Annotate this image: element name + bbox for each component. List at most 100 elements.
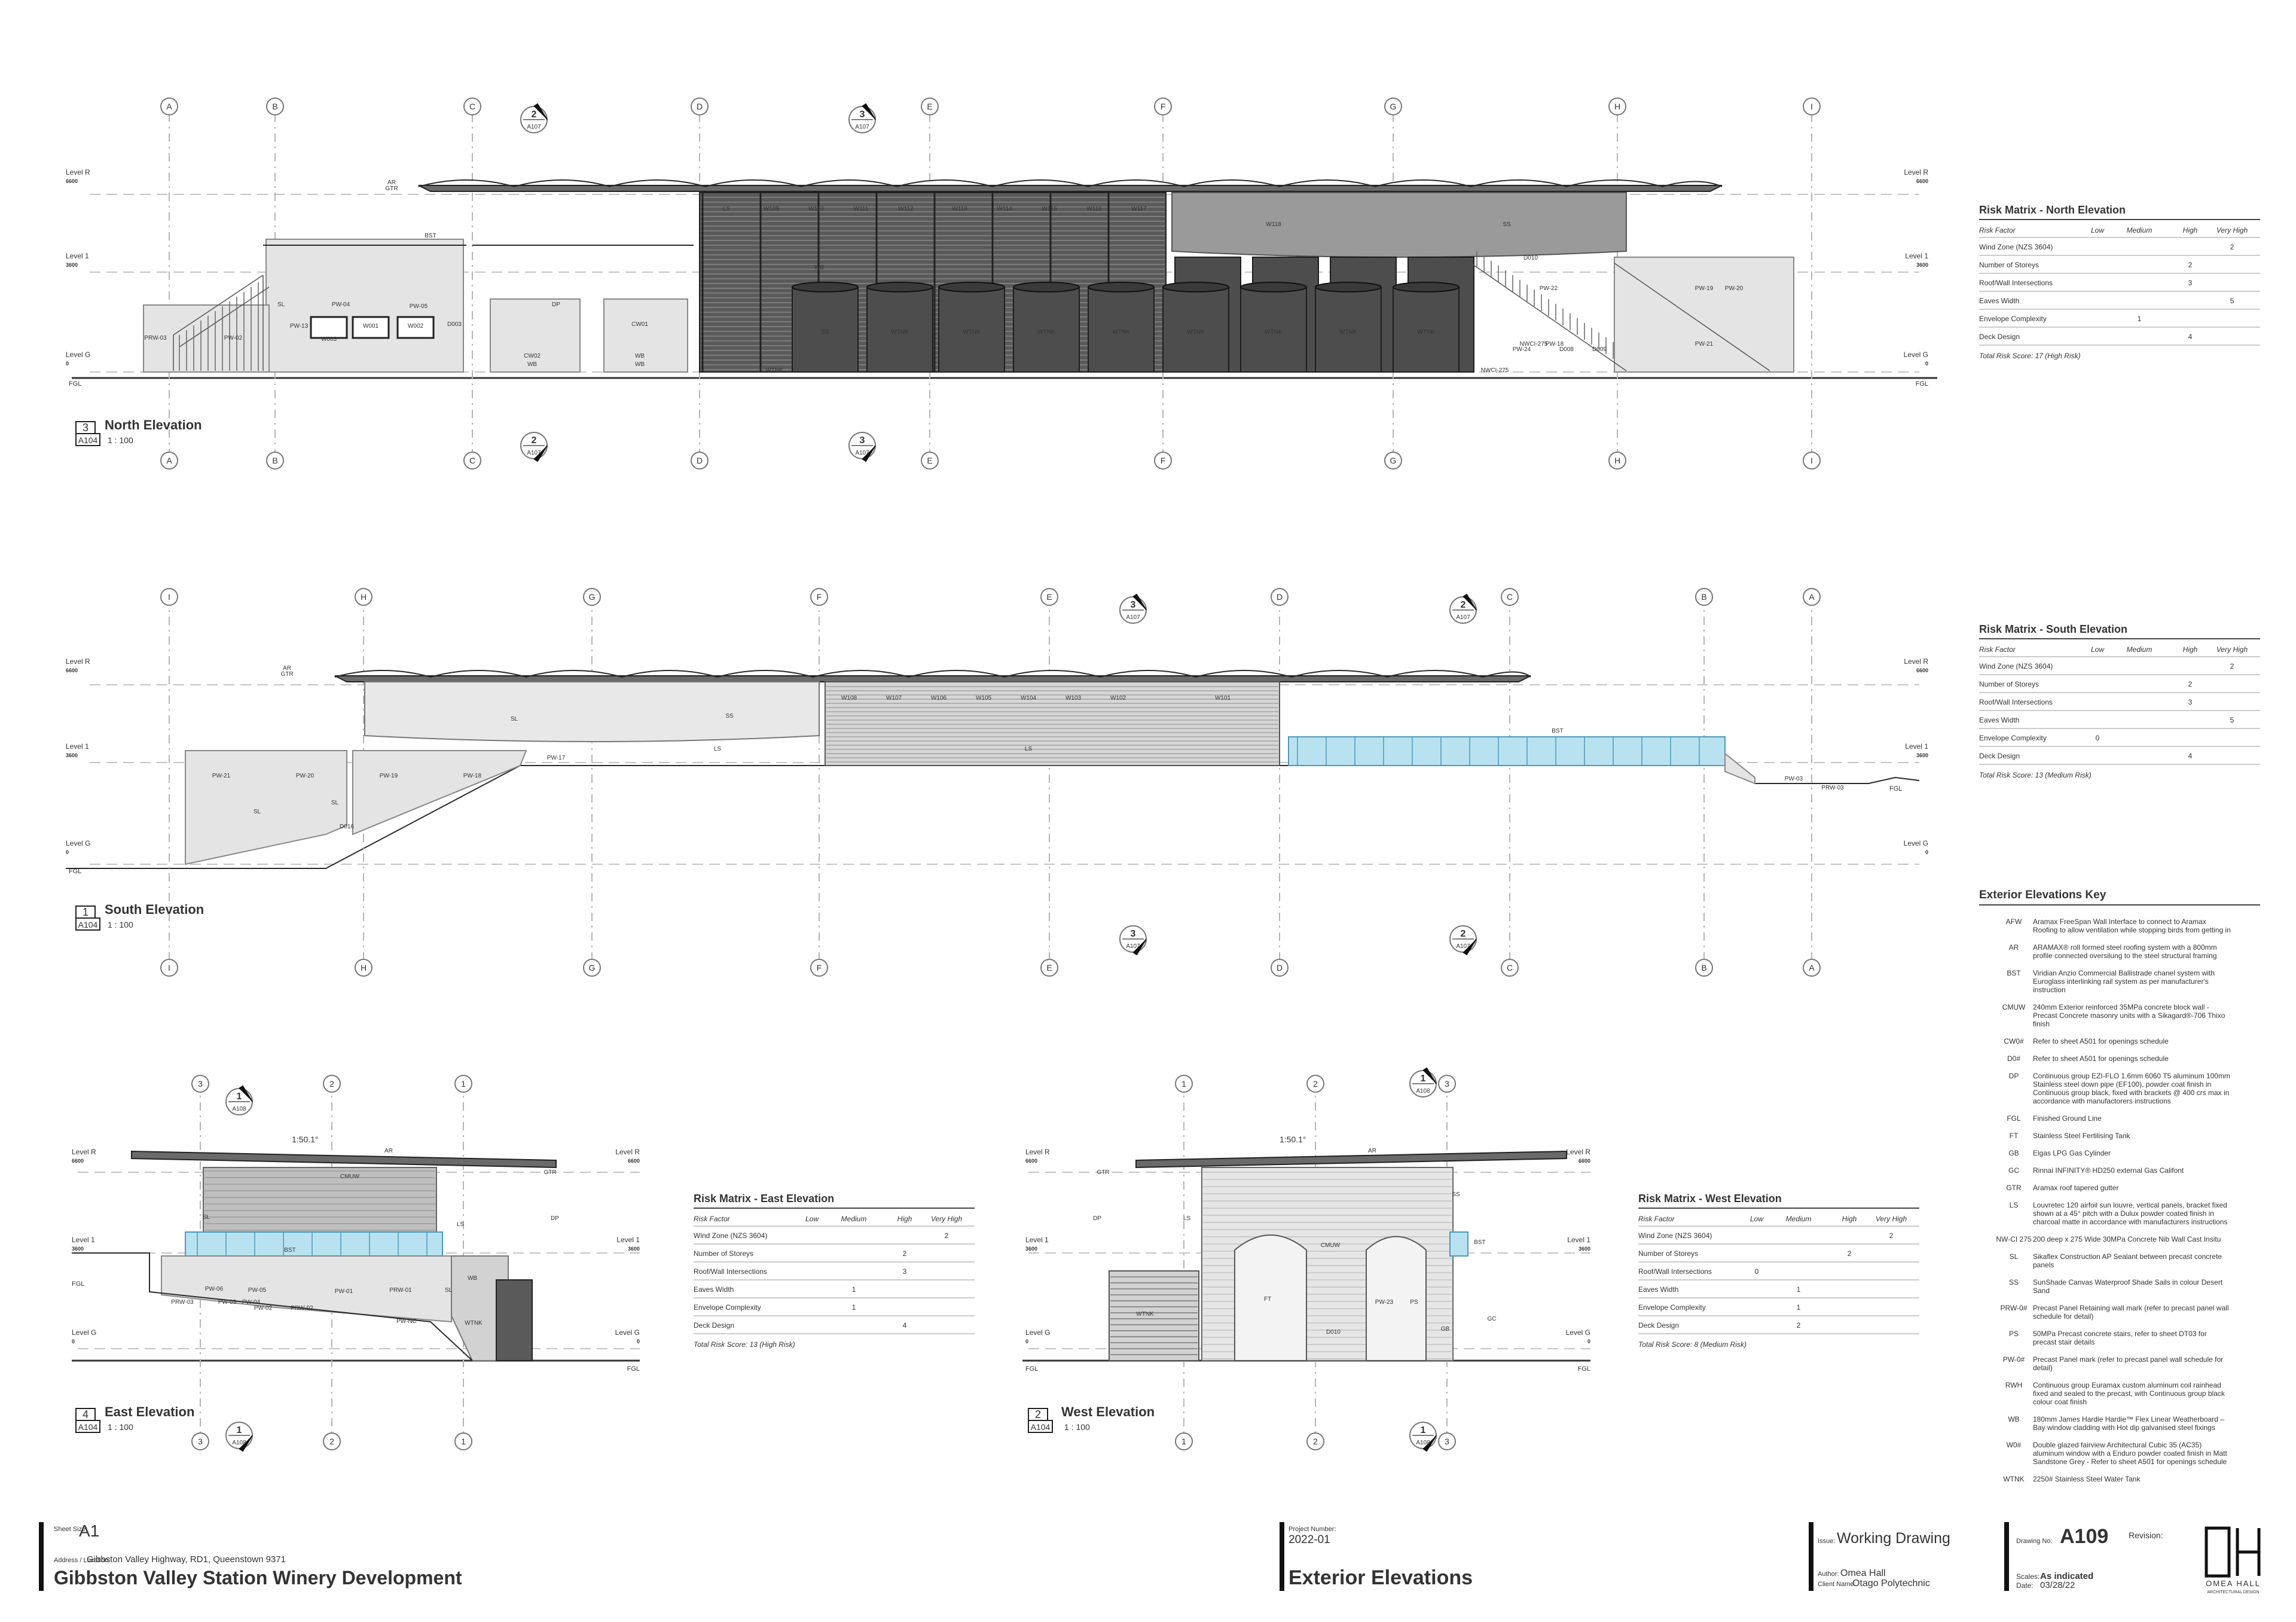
section-arrow	[1463, 938, 1477, 956]
element-tag: WTNK	[1187, 329, 1205, 336]
grid-label: 2	[329, 1437, 334, 1446]
risk-factor: Envelope Complexity	[1638, 1303, 1706, 1312]
level-value: 6600	[1578, 1158, 1590, 1164]
level-name: Level 1	[72, 1236, 95, 1244]
section-arrow	[1422, 1067, 1437, 1084]
grid-label: F	[1161, 456, 1166, 465]
risk-factor: Envelope Complexity	[694, 1303, 761, 1312]
section-arrow	[862, 445, 876, 462]
south-view-number: 1	[83, 906, 88, 918]
grid-label: H	[1614, 102, 1620, 111]
risk-matrix-header: Very High	[931, 1215, 963, 1223]
key-code: PS	[2009, 1330, 2019, 1338]
level-name: Level G	[1566, 1328, 1590, 1337]
grid-bubble	[355, 959, 373, 977]
element-tag: WTNK	[1265, 329, 1283, 336]
element-tag: PW-21	[1695, 341, 1714, 347]
level-value: 0	[66, 849, 69, 855]
key-description: Louvretec 120 airfoil sun louvre, vertic…	[2033, 1201, 2227, 1209]
risk-value: 2	[2230, 243, 2234, 251]
author: Omea Hall	[1840, 1568, 1886, 1578]
level-name: Level G	[1904, 839, 1928, 847]
risk-value: 2	[1889, 1231, 1894, 1240]
key-code: RWH	[2005, 1381, 2022, 1389]
element-tag: PW-04	[242, 1299, 261, 1306]
risk-value: 4	[2188, 752, 2193, 760]
section-arrow	[1463, 593, 1477, 611]
water-tank	[792, 286, 859, 373]
element-tag: D010	[1326, 1329, 1341, 1336]
grid-bubble	[1438, 1432, 1456, 1450]
project-number: 2022-01	[1289, 1533, 1330, 1546]
key-item: D0#Refer to sheet A501 for openings sche…	[2007, 1054, 2169, 1063]
risk-matrix-header: Risk Factor	[1638, 1215, 1675, 1223]
section-arrow	[533, 445, 548, 462]
key-code: GB	[2008, 1149, 2019, 1157]
risk-matrix-header: Low	[2091, 645, 2105, 654]
element-tag: SL	[331, 800, 339, 806]
north-elevation-scale: 1 : 100	[108, 435, 133, 445]
element-tag: D009	[1592, 346, 1607, 353]
grid-label: 2	[1313, 1437, 1318, 1446]
key-description: 240mm Exterior reinforced 35MPa concrete…	[2033, 1003, 2209, 1011]
section-number: 1	[237, 1092, 242, 1102]
risk-factor: Wind Zone (NZS 3604)	[1979, 662, 2053, 670]
grid-label: E	[1046, 963, 1052, 972]
grid-label: F	[1161, 102, 1166, 111]
element-tag: W113	[952, 206, 967, 212]
level-value: 6600	[66, 178, 78, 184]
risk-matrix-header: Very High	[1876, 1215, 1907, 1223]
level-value: 0	[1925, 361, 1928, 367]
fgl-label: FGL	[1916, 380, 1928, 388]
element-tag: WTNK	[891, 329, 909, 336]
section-arrow	[862, 103, 876, 120]
element-tag: PW-21	[212, 773, 231, 779]
key-code: SS	[2009, 1278, 2019, 1286]
section-sheet: A107	[855, 124, 869, 130]
section-number: 1	[237, 1425, 242, 1435]
water-tank	[866, 286, 933, 373]
element-tag: PRW-02	[291, 1305, 313, 1312]
grid-bubble	[810, 588, 828, 606]
risk-value: 2	[2188, 261, 2193, 269]
element-tag: W109	[764, 206, 780, 212]
key-description: detail)	[2033, 1364, 2053, 1372]
element-tag: PW-05	[248, 1287, 267, 1294]
risk-matrix-header: Very High	[2216, 226, 2248, 234]
element-tag: PW-03	[1785, 776, 1803, 782]
level-name: Level G	[72, 1328, 96, 1337]
element-tag: W107	[886, 695, 902, 702]
risk-matrix-header: Risk Factor	[694, 1215, 731, 1223]
section-sheet: A107	[527, 124, 541, 130]
grid-bubble	[160, 959, 178, 977]
element-tag: AR	[387, 179, 396, 186]
client: Otago Polytechnic	[1852, 1578, 1930, 1589]
risk-value: 2	[2230, 662, 2234, 670]
element-tag: DP	[1093, 1215, 1101, 1222]
risk-value: 1	[852, 1303, 856, 1312]
grid-bubble	[691, 97, 709, 115]
grid-bubble	[1040, 959, 1058, 977]
grid-label: H	[361, 963, 367, 972]
risk-value: 1	[2138, 315, 2142, 323]
key-code: LS	[2010, 1201, 2019, 1209]
grid-label: 2	[1313, 1079, 1318, 1089]
risk-total: Total Risk Score: 8 (Medium Risk)	[1638, 1340, 1747, 1349]
risk-value: 2	[903, 1249, 907, 1258]
section-number: 1	[1421, 1425, 1426, 1435]
risk-value: 1	[1797, 1303, 1801, 1312]
date: 03/28/22	[2040, 1580, 2075, 1590]
key-item: LS Louvretec 120 airfoil sun louvre, vert…	[2010, 1201, 2228, 1226]
element-tag: W115	[1042, 206, 1057, 212]
key-title: Exterior Elevations Key	[1979, 889, 2106, 901]
grid-label: C	[469, 456, 475, 465]
fgl-label: FGL	[1578, 1365, 1590, 1373]
grid-label: B	[1701, 963, 1706, 972]
west-view-sheet: A104	[1031, 1422, 1051, 1432]
level-name: Level R	[1566, 1148, 1590, 1156]
grid-label: 3	[1445, 1079, 1449, 1089]
